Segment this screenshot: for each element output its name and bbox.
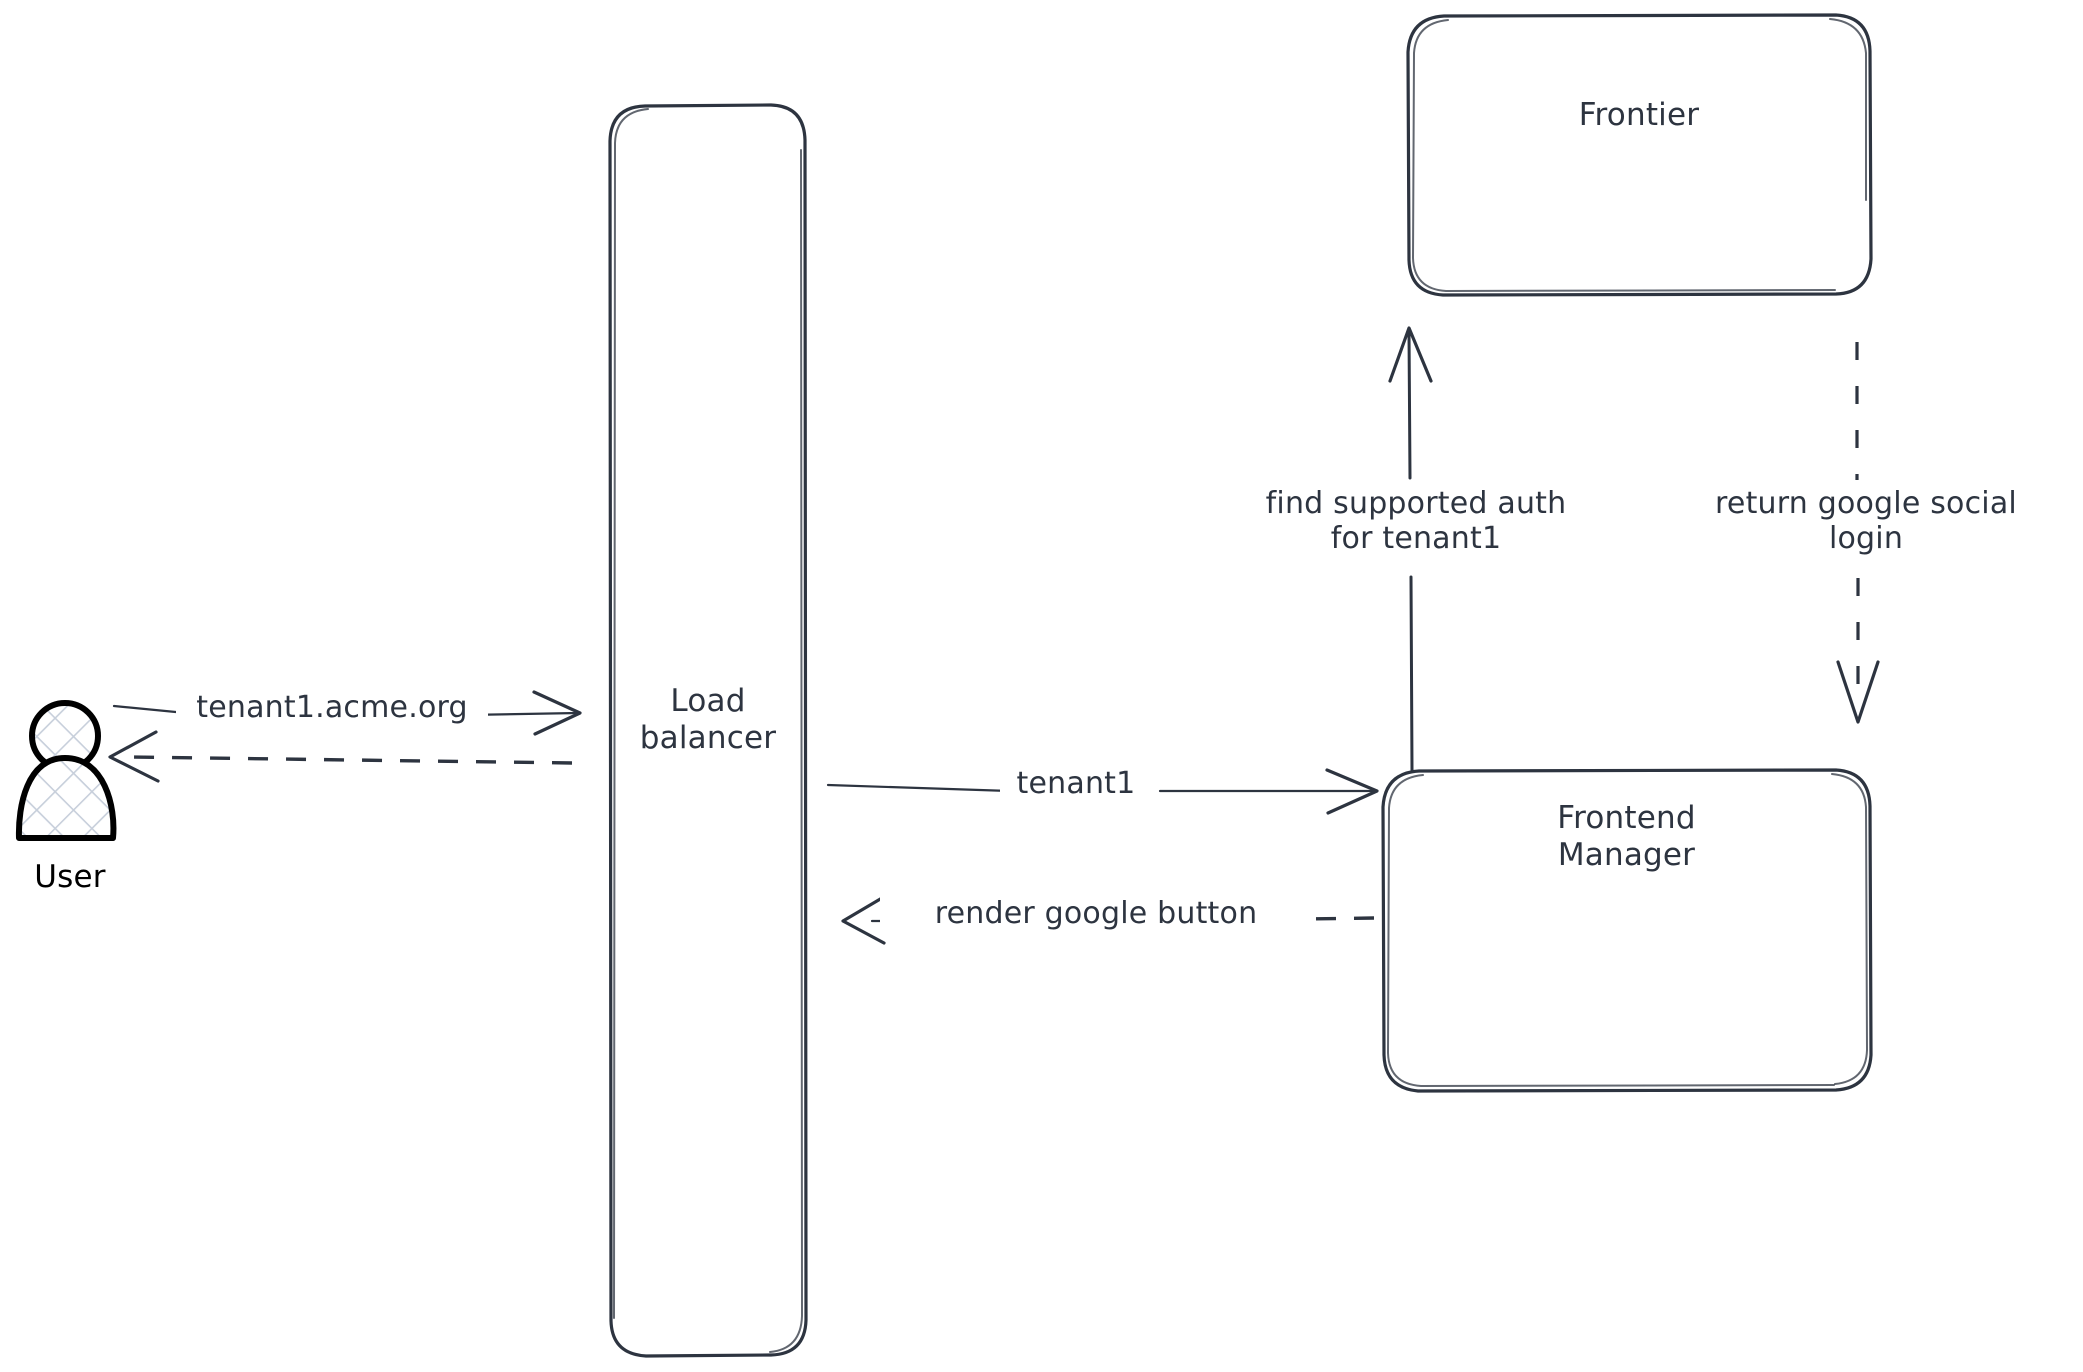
edge-label-tenant1: tenant1 [1000, 766, 1152, 802]
edge-lb-to-user [108, 730, 573, 783]
edge-label-tenant1-acme-org: tenant1.acme.org [176, 690, 488, 726]
node-frontend-manager[interactable] [1381, 768, 1873, 1093]
node-load-balancer[interactable] [608, 103, 808, 1358]
actor-user[interactable] [15, 700, 117, 841]
edge-frontier-to-fm [1836, 342, 1880, 724]
edge-label-render-google-button: render google button [880, 896, 1312, 932]
node-frontier[interactable] [1406, 13, 1873, 297]
edge-fm-to-frontier [1388, 326, 1433, 772]
node-label-frontier: Frontier [1578, 97, 1700, 133]
edge-lb-to-fm [826, 768, 1379, 815]
actor-label-user: User [34, 859, 106, 895]
